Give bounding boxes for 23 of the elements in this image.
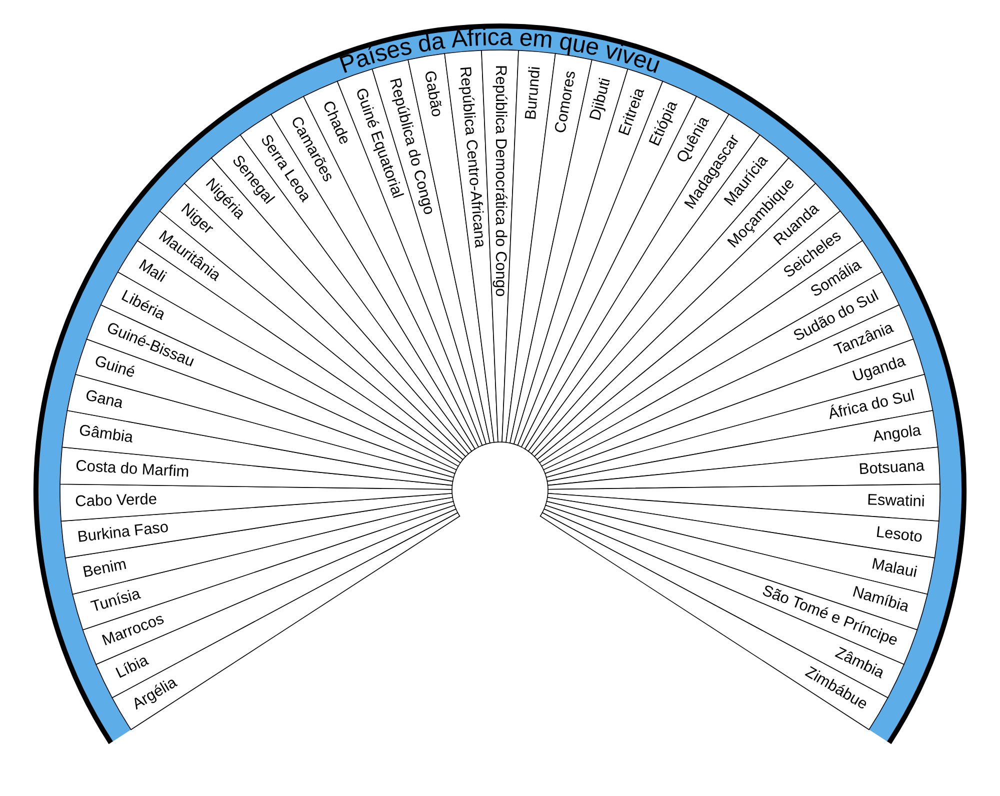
country-label: Eswatini (866, 492, 926, 510)
country-label: Gâmbia (78, 422, 134, 446)
country-label: Botsuana (858, 458, 925, 478)
country-label: Lesoto (875, 524, 924, 546)
country-label: Eritreia (616, 86, 648, 138)
country-label: Líbia (113, 652, 152, 682)
country-label: Tunísia (89, 585, 142, 616)
country-label: Comores (552, 70, 580, 134)
country-label: Angola (872, 422, 922, 446)
country-label: Burkina Faso (76, 518, 170, 546)
country-label: República Centro-Africana (456, 66, 488, 248)
country-label: África do Sul (826, 387, 916, 424)
country-label: Malaui (870, 556, 919, 582)
country-label: Cabo Verde (74, 490, 158, 510)
country-label: Namíbia (850, 583, 911, 616)
country-label: República Democrática do Congo (492, 65, 509, 297)
country-label: Gabão (420, 70, 446, 118)
country-label: Gana (84, 387, 125, 412)
country-label: Burundi (522, 66, 544, 120)
country-label: Benim (81, 556, 128, 582)
country-label: Djibuti (586, 76, 614, 122)
country-label: Uganda (850, 352, 908, 386)
country-label: Costa do Marfim (75, 458, 190, 481)
